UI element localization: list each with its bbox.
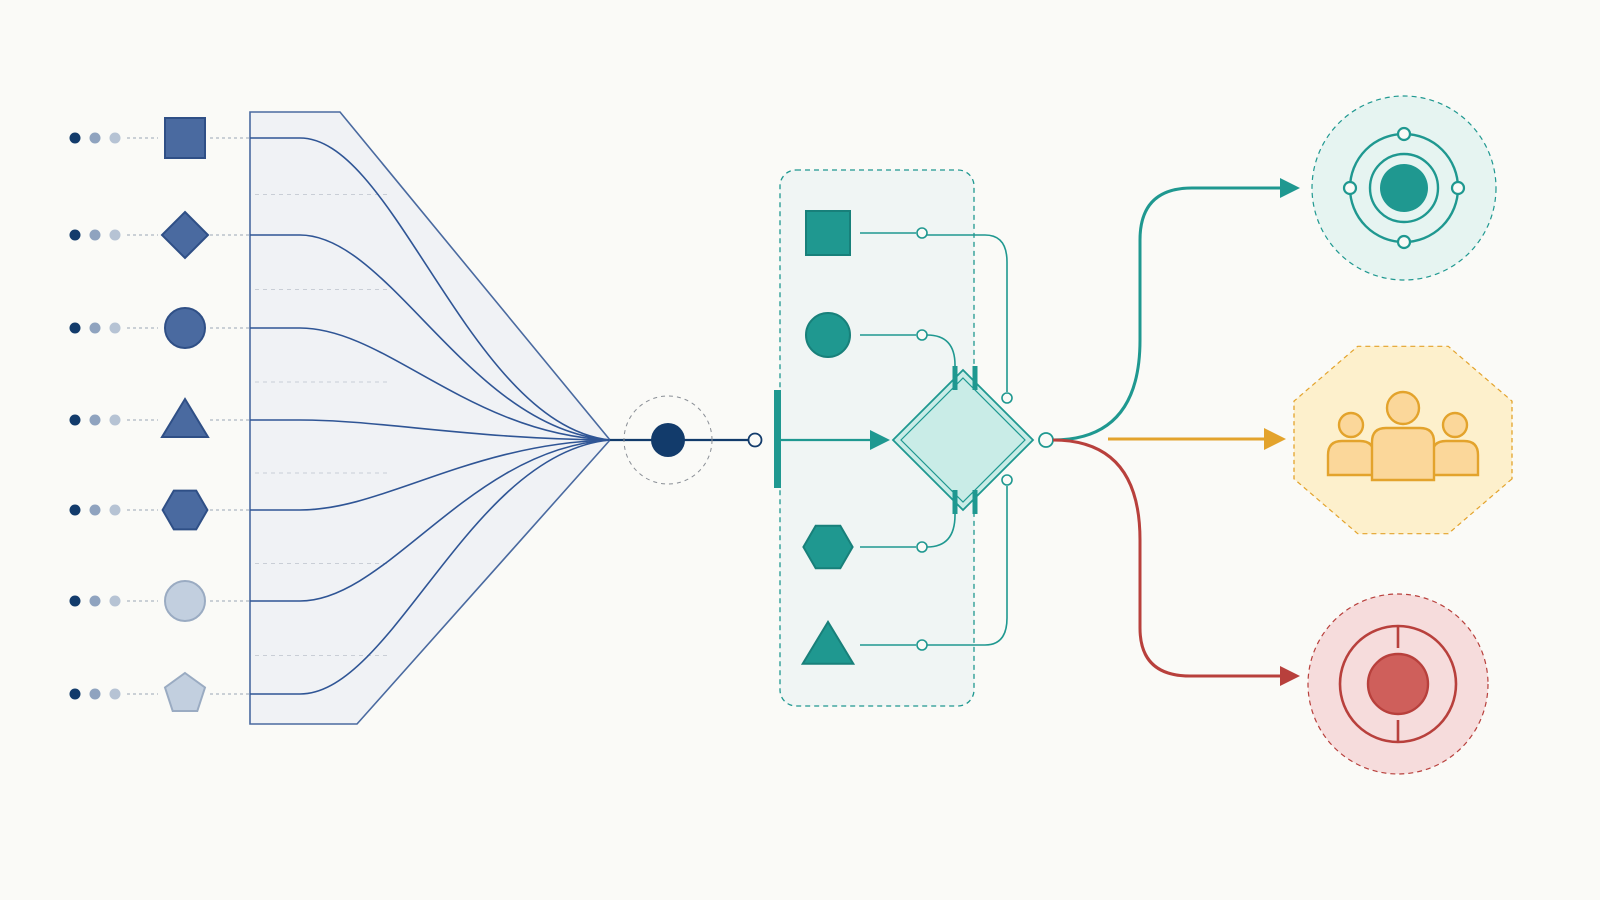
input-hexagon-icon [161, 489, 209, 531]
input-square-icon [164, 117, 206, 159]
processor-hexagon-icon [802, 524, 854, 570]
people-icon-left-head [1337, 411, 1365, 439]
input-triangle-icon [160, 397, 210, 438]
orbit-icon [1380, 164, 1428, 212]
funnel-body [249, 111, 612, 725]
processing-panel [774, 169, 1054, 707]
output-column [1052, 95, 1513, 775]
hub-node [651, 423, 685, 457]
diamond-terminal [972, 490, 978, 514]
processor-port [916, 541, 928, 553]
decision-output-port [1038, 432, 1054, 448]
input-flow-line [250, 234, 611, 441]
decision-diamond [891, 368, 1035, 512]
input-flow-line [250, 327, 611, 441]
input-dot [69, 504, 81, 516]
arrow-amber-icon [1264, 428, 1286, 450]
hub-ring [623, 395, 713, 485]
processor-circle-icon [805, 312, 851, 358]
processor-triangle-icon [800, 619, 856, 665]
input-flow-line [250, 419, 611, 441]
input-dot [109, 132, 121, 144]
input-flow-line [250, 439, 611, 602]
orbit-node [1342, 180, 1358, 196]
hub-port [747, 432, 763, 448]
input-dot [69, 595, 81, 607]
people-icon-right-body [1430, 439, 1480, 477]
route-wire [926, 502, 956, 548]
branch-line-red [1052, 438, 1282, 678]
input-dot [109, 414, 121, 426]
funnel [249, 111, 612, 725]
input-pentagon-icon [163, 671, 207, 712]
diamond-port [1001, 474, 1013, 486]
processor-square-icon [805, 210, 851, 256]
arrow-red-icon [1280, 666, 1300, 686]
orbit-node [1396, 234, 1412, 250]
diamond-terminal [952, 490, 958, 514]
input-circle-icon [164, 307, 206, 349]
input-dot [69, 688, 81, 700]
orbit-node [1450, 180, 1466, 196]
input-dot [89, 414, 101, 426]
input-dot [89, 132, 101, 144]
input-dot [109, 229, 121, 241]
people-icon-left-body [1326, 439, 1376, 477]
input-dot [109, 504, 121, 516]
input-dot [89, 322, 101, 334]
target-icon [1366, 652, 1430, 716]
input-dot [69, 229, 81, 241]
orbit-inner-ring [1368, 152, 1440, 224]
orbit-node [1396, 126, 1412, 142]
input-dot [89, 504, 101, 516]
processor-port [916, 639, 928, 651]
diamond-terminal [952, 366, 958, 390]
input-dot [69, 132, 81, 144]
input-dot [109, 688, 121, 700]
input-dot [109, 595, 121, 607]
people-icon-body [1370, 426, 1436, 482]
arrow-teal-icon [1280, 178, 1300, 198]
processor-port [916, 329, 928, 341]
input-dot [69, 322, 81, 334]
processor-port [916, 227, 928, 239]
input-flow-line [250, 439, 611, 695]
people-icon-head [1385, 390, 1421, 426]
input-column [69, 117, 250, 712]
input-dot [109, 322, 121, 334]
diamond-port [1001, 392, 1013, 404]
decision-diamond-inner [900, 377, 1026, 503]
convergence-hub [610, 395, 763, 485]
route-wire [926, 334, 956, 378]
route-wire [927, 234, 1008, 392]
input-dot [69, 414, 81, 426]
input-dot [89, 688, 101, 700]
route-wire [927, 486, 1008, 646]
input-dot [89, 229, 101, 241]
entry-bar [774, 390, 781, 488]
input-diamond-icon [160, 210, 210, 260]
input-flow-line [250, 439, 611, 511]
diamond-terminal [972, 366, 978, 390]
branch-line-teal [1052, 186, 1282, 442]
people-icon-right-head [1441, 411, 1469, 439]
input-dot [89, 595, 101, 607]
entry-arrow-icon [870, 430, 890, 450]
input-flow-line [250, 137, 611, 441]
input-circle-icon [164, 580, 206, 622]
